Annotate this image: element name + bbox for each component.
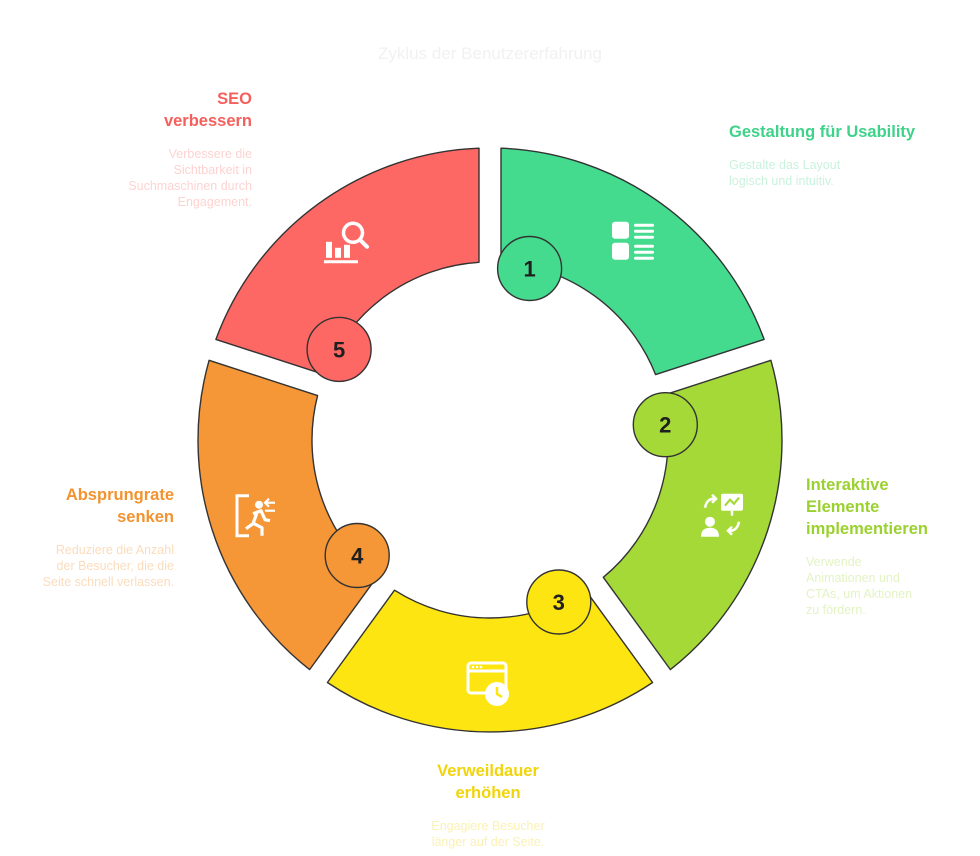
step-2-number: 2	[659, 413, 671, 438]
step-1-label: Gestaltung für Usability Gestalte das La…	[729, 121, 959, 189]
step-2-label: Interaktive Elemente implementieren Verw…	[806, 474, 966, 618]
step-5-label: SEO verbessern Verbessere die Sichtbarke…	[122, 88, 252, 210]
segment-4	[197, 359, 378, 671]
step-2-badge: 2	[632, 392, 698, 458]
step-5-badge: 5	[306, 316, 372, 383]
browser-clock-icon	[466, 661, 509, 706]
segment-3	[326, 589, 654, 733]
segment-2	[602, 359, 783, 671]
step-4-number: 4	[351, 544, 364, 569]
step-3-badge: 3	[526, 569, 592, 635]
step-4-label: Absprungrate senken Reduziere die Anzahl…	[38, 484, 174, 590]
diagram-title: Zyklus der Benutzererfahrung	[378, 44, 602, 63]
layout-list-icon	[612, 221, 654, 260]
step-5-heading: SEO verbessern	[163, 90, 252, 130]
step-4-heading: Absprungrate senken	[65, 486, 174, 526]
step-1-number: 1	[523, 257, 535, 282]
step-5-number: 5	[333, 337, 345, 362]
step-2-heading: Interaktive Elemente implementieren	[806, 476, 928, 538]
seo-search-chart-icon	[324, 221, 369, 264]
segment-1	[500, 147, 765, 376]
step-3-label: Verweildauer erhöhen Engagiere Besucher …	[398, 760, 578, 850]
step-1-description: Gestalte das Layout logisch und intuitiv…	[729, 158, 841, 188]
step-5-description: Verbessere die Sichtbarkeit in Suchmasch…	[128, 147, 252, 209]
step-4-description: Reduziere die Anzahl der Besucher, die d…	[42, 543, 174, 589]
step-2-description: Verwende Animationen und CTAs, um Aktion…	[806, 555, 913, 617]
interactive-presentation-icon	[701, 493, 743, 537]
step-3-number: 3	[553, 590, 565, 615]
step-1-badge: 1	[496, 235, 563, 302]
exit-door-icon	[235, 494, 275, 538]
step-3-heading: Verweildauer erhöhen	[437, 762, 539, 802]
step-3-description: Engagiere Besucher länger auf der Seite.	[431, 819, 545, 849]
step-1-heading: Gestaltung für Usability	[729, 123, 916, 141]
step-4-badge: 4	[324, 522, 390, 589]
